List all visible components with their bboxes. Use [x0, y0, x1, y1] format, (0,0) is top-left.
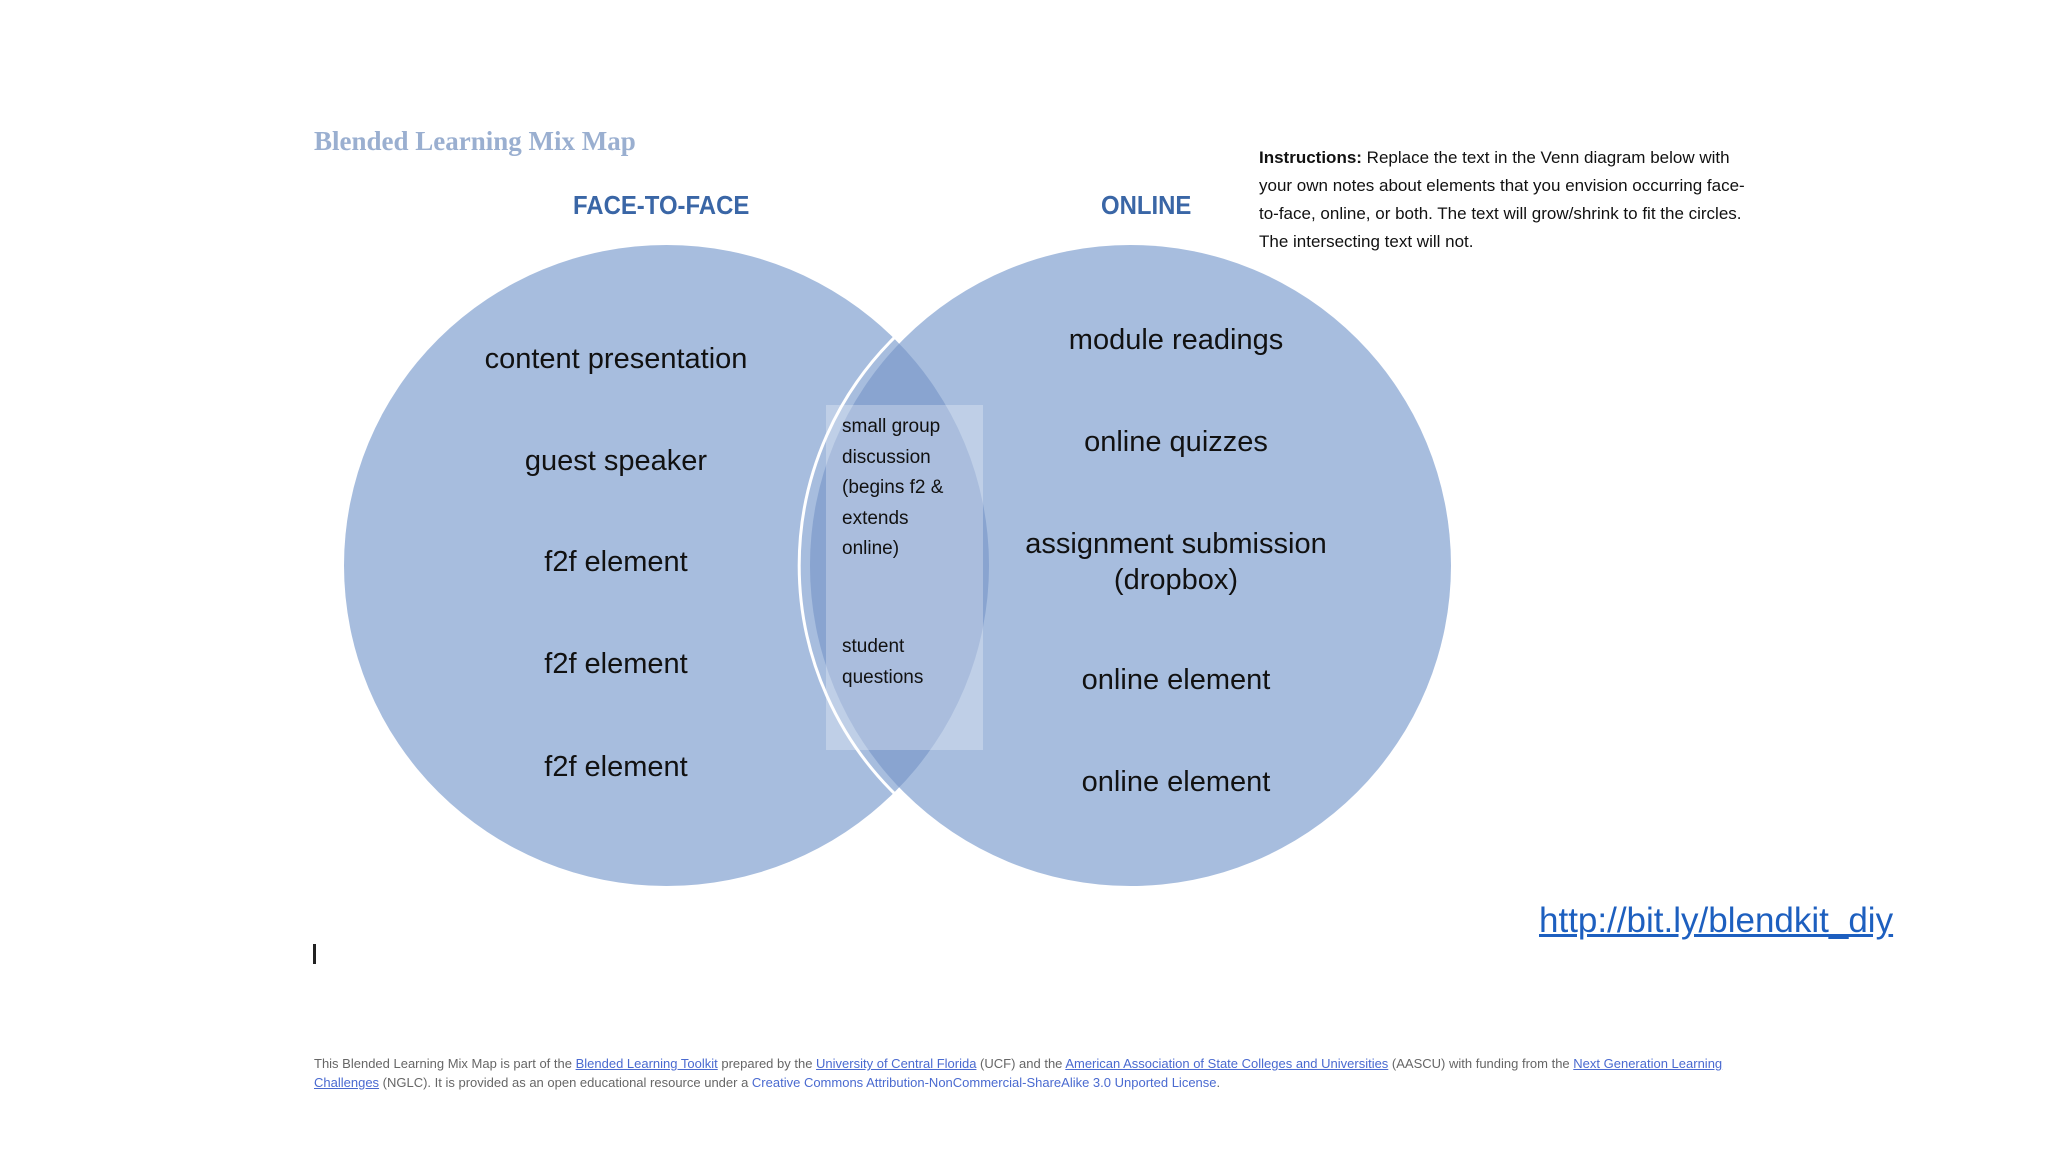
aascu-link[interactable]: American Association of State Colleges a…: [1065, 1056, 1389, 1071]
instructions-text: Replace the text in the Venn diagram bel…: [1259, 148, 1745, 251]
instructions-label: Instructions:: [1259, 148, 1362, 167]
online-item: online element: [1081, 766, 1271, 798]
face-to-face-item: content presentation: [484, 343, 748, 375]
face-to-face-item: f2f element: [544, 751, 688, 783]
blendkit-diy-link[interactable]: http://bit.ly/blendkit_diy: [1539, 901, 1894, 940]
overlap-text-box: [826, 405, 983, 750]
footer-text-2: prepared by the: [717, 1056, 817, 1071]
nglc-link[interactable]: Next Generation Learning Challenges: [314, 1056, 1723, 1090]
online-item: online quizzes: [1084, 426, 1268, 458]
footer-text-4: (AASCU) with funding from the: [1388, 1056, 1574, 1071]
online-item: module readings: [1068, 324, 1284, 356]
online-item: assignment submission(dropbox): [1025, 528, 1327, 596]
instructions: Instructions: Replace the text in the Ve…: [1259, 144, 1759, 256]
page-title: Blended Learning Mix Map: [314, 126, 636, 156]
face-to-face-item: f2f element: [544, 546, 688, 578]
text-cursor: [313, 944, 316, 964]
toolkit-link[interactable]: Blended Learning Toolkit: [575, 1056, 718, 1071]
face-to-face-header: FACE-TO-FACE: [573, 190, 750, 220]
footer-credits: This Blended Learning Mix Map is part of…: [314, 1054, 1734, 1092]
footer-text-3: (UCF) and the: [976, 1056, 1066, 1071]
ucf-link[interactable]: University of Central Florida: [816, 1056, 977, 1071]
online-item: online element: [1081, 664, 1271, 696]
face-to-face-item: guest speaker: [524, 445, 708, 477]
footer-text-6: .: [1216, 1075, 1221, 1090]
license-link[interactable]: Creative Commons Attribution-NonCommerci…: [751, 1075, 1217, 1090]
footer-text-1: This Blended Learning Mix Map is part of…: [314, 1056, 576, 1071]
online-header: ONLINE: [1101, 190, 1192, 220]
face-to-face-item: f2f element: [544, 648, 688, 680]
footer-text-5: (NGLC). It is provided as an open educat…: [379, 1075, 752, 1090]
